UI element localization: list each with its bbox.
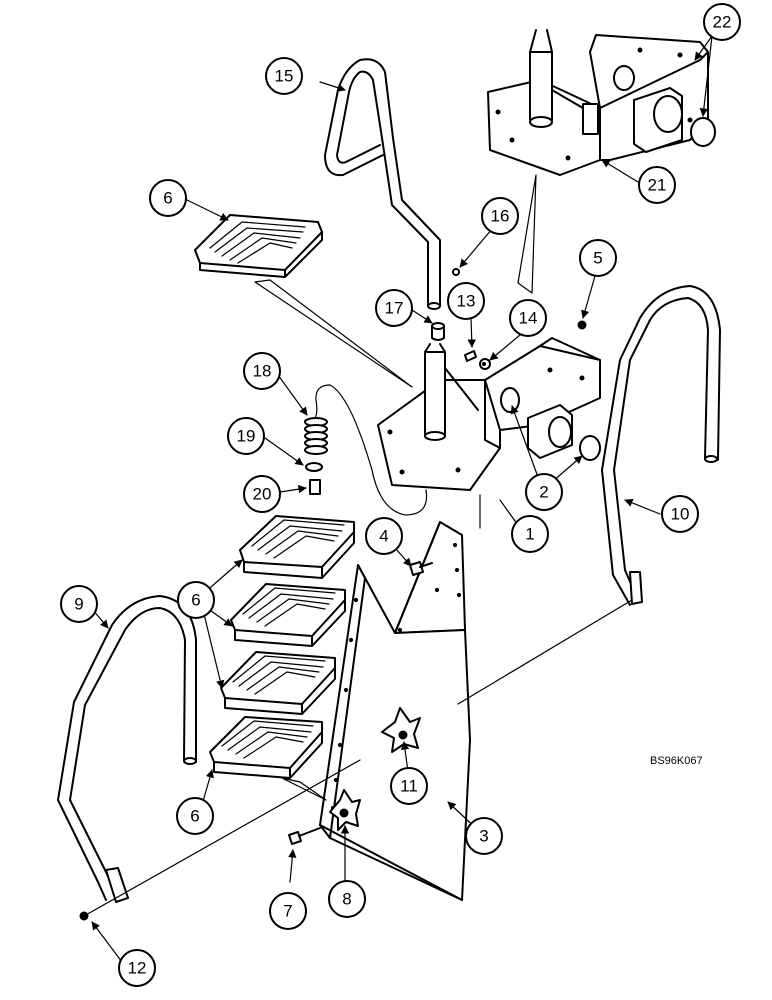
svg-text:20: 20 bbox=[253, 485, 272, 504]
callout-18: 18 bbox=[243, 352, 281, 390]
callout-6-top: 6 bbox=[149, 179, 187, 217]
svg-text:16: 16 bbox=[491, 207, 510, 226]
svg-text:12: 12 bbox=[128, 959, 147, 978]
svg-text:11: 11 bbox=[400, 777, 418, 796]
svg-text:19: 19 bbox=[237, 427, 256, 446]
callout-6-bottom: 6 bbox=[176, 797, 214, 835]
callout-21: 21 bbox=[638, 166, 676, 204]
step-tread-2 bbox=[239, 515, 355, 579]
leader-wedge-upper bbox=[517, 174, 537, 294]
callout-3: 3 bbox=[465, 817, 503, 855]
callout-19: 19 bbox=[227, 417, 265, 455]
callout-11: 11 bbox=[390, 767, 428, 805]
leader-wedge-step bbox=[254, 279, 413, 388]
svg-text:7: 7 bbox=[283, 902, 292, 921]
callout-10: 10 bbox=[661, 495, 699, 533]
svg-text:22: 22 bbox=[713, 13, 732, 32]
callout-8: 8 bbox=[328, 880, 366, 918]
svg-text:21: 21 bbox=[648, 176, 667, 195]
drawing-code: BS96K067 bbox=[650, 755, 703, 767]
upper-mounting-bracket bbox=[487, 29, 716, 176]
step-stringer-panel bbox=[319, 521, 471, 901]
left-handrail bbox=[57, 595, 197, 903]
svg-text:3: 3 bbox=[479, 827, 488, 846]
callout-9: 9 bbox=[60, 585, 98, 623]
svg-text:1: 1 bbox=[525, 525, 534, 544]
callout-14: 14 bbox=[509, 299, 547, 337]
svg-text:6: 6 bbox=[190, 807, 199, 826]
bolt-20 bbox=[309, 479, 321, 495]
washer-16 bbox=[452, 268, 460, 276]
svg-text:2: 2 bbox=[539, 483, 548, 502]
callout-7: 7 bbox=[269, 892, 307, 930]
svg-text:4: 4 bbox=[379, 527, 388, 546]
spring-18 bbox=[304, 417, 328, 455]
bolt-7 bbox=[288, 831, 302, 845]
callout-17: 17 bbox=[375, 289, 413, 327]
svg-text:15: 15 bbox=[275, 67, 294, 86]
svg-text:6: 6 bbox=[191, 591, 200, 610]
washer-19 bbox=[305, 462, 323, 472]
svg-text:5: 5 bbox=[593, 249, 602, 268]
step-tread-3 bbox=[230, 583, 346, 647]
callout-5: 5 bbox=[579, 239, 617, 277]
bolt-4 bbox=[409, 561, 424, 576]
bolt-13 bbox=[464, 350, 477, 362]
star-bracket-11 bbox=[381, 707, 421, 753]
svg-text:18: 18 bbox=[253, 362, 272, 381]
lead-line-curve bbox=[304, 384, 428, 516]
callout-12: 12 bbox=[118, 949, 156, 987]
alignment-line-right bbox=[457, 599, 633, 705]
step-tread-5 bbox=[209, 716, 323, 779]
callout-22: 22 bbox=[703, 3, 741, 41]
callout-15: 15 bbox=[265, 57, 303, 95]
callout-16: 16 bbox=[481, 197, 519, 235]
svg-text:17: 17 bbox=[385, 299, 404, 318]
callout-13: 13 bbox=[447, 282, 485, 320]
alignment-line-lower bbox=[83, 759, 361, 917]
callout-6-middle: 6 bbox=[177, 581, 215, 619]
step-tread-4 bbox=[220, 651, 336, 715]
upper-handrail bbox=[324, 58, 441, 310]
callout-1: 1 bbox=[511, 515, 549, 553]
svg-text:8: 8 bbox=[342, 890, 351, 909]
leader-wedge-lower bbox=[281, 777, 327, 801]
svg-text:14: 14 bbox=[519, 309, 538, 328]
callout-4: 4 bbox=[365, 517, 403, 555]
step-mounting-bracket bbox=[377, 337, 601, 491]
svg-text:10: 10 bbox=[671, 505, 690, 524]
svg-text:13: 13 bbox=[457, 292, 476, 311]
callout-2: 2 bbox=[525, 473, 563, 511]
callout-20: 20 bbox=[243, 475, 281, 513]
right-handrail bbox=[601, 285, 721, 606]
svg-text:6: 6 bbox=[163, 189, 172, 208]
nut-5 bbox=[577, 320, 587, 330]
svg-text:9: 9 bbox=[74, 595, 83, 614]
top-step-tread bbox=[194, 214, 323, 278]
